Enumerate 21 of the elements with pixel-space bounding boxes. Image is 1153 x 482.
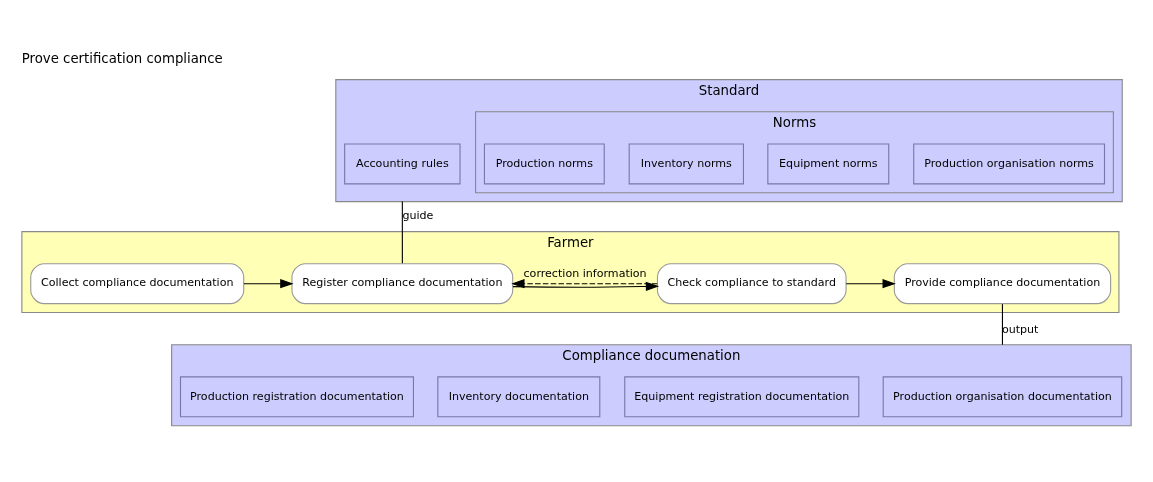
arrow [845, 279, 896, 289]
node-box: Production organisation norms [913, 143, 1106, 185]
node-box: Inventory documentation [437, 376, 601, 418]
connector [1001, 303, 1003, 346]
node-box: Production organisation documentation [882, 376, 1123, 418]
node-box: Equipment registration documentation [624, 376, 860, 418]
node-box: Equipment norms [767, 143, 890, 185]
edge-label: guide [402, 209, 434, 223]
node-box: Collect compliance documentation [30, 263, 245, 305]
edge-label: output [1001, 322, 1039, 336]
node-box: Production norms [483, 143, 605, 185]
node-box: Register compliance documentation [291, 263, 514, 305]
node-box: Inventory norms [628, 143, 744, 185]
diagram-title: Prove certification compliance [21, 50, 223, 66]
edge-label: correction information [523, 267, 647, 281]
connector [401, 201, 403, 264]
arrow [243, 279, 294, 289]
node-box: Production registration documentation [179, 376, 414, 418]
node-box: Check compliance to standard [656, 263, 847, 305]
node-box: Accounting rules [344, 143, 461, 185]
node-box: Provide compliance documentation [893, 263, 1112, 305]
